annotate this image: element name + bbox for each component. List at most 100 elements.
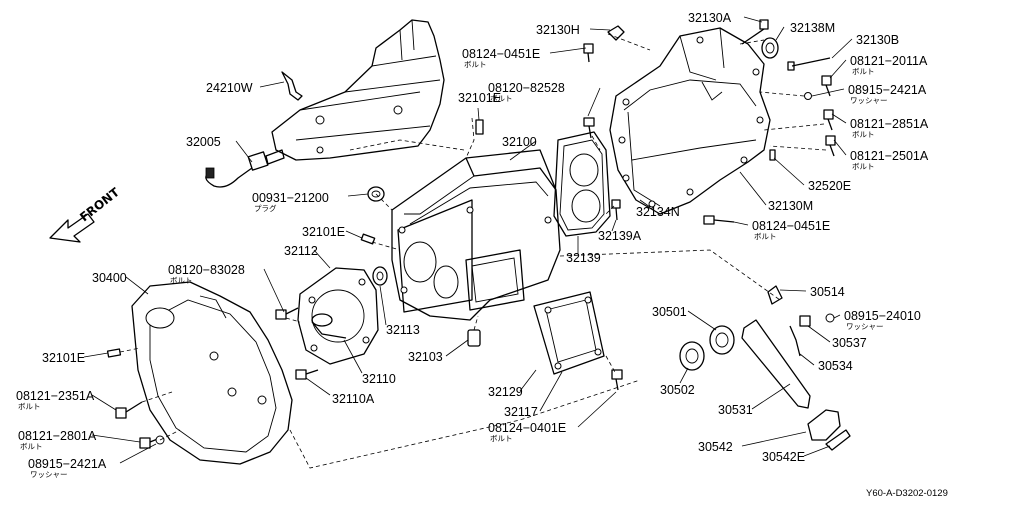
side-cover-drawing [533, 291, 605, 375]
part-number-label: 08915−2421A [848, 83, 927, 97]
leader-line [125, 276, 149, 295]
part-callout-32101e-top: 32101E [458, 91, 501, 121]
bolt-32110a-drawing [295, 369, 319, 380]
leader-line [751, 383, 791, 410]
part-callout-30542e: 30542E [762, 445, 831, 464]
bolt-32130a-drawing [741, 19, 769, 45]
part-number-label: 08121−2351A [16, 389, 95, 403]
part-callout-32134n: 32134N [636, 199, 680, 219]
leader-line [445, 339, 469, 357]
part-number-label: 30400 [92, 271, 127, 285]
part-type-label: ボルト [852, 67, 875, 76]
leader-line [739, 171, 767, 206]
part-number-label: 30542 [698, 440, 733, 454]
leader-line [305, 377, 331, 396]
leader-line [833, 139, 847, 156]
part-callout-32139: 32139 [566, 236, 601, 265]
leader-line [313, 249, 331, 269]
bolt-08124-0451e-right-drawing [703, 215, 735, 225]
part-number-label: 24210W [206, 81, 253, 95]
part-number-label: 08120−83028 [168, 263, 245, 277]
part-number-label: 30542E [762, 450, 805, 464]
part-number-label: 32101E [458, 91, 501, 105]
part-number-label: 32130M [768, 199, 813, 213]
leader-line [91, 434, 141, 443]
leader-line [775, 26, 785, 41]
part-number-label: 08915−2421A [28, 457, 107, 471]
front-direction-label: FRONT [77, 185, 122, 225]
part-number-label: 32103 [408, 350, 443, 364]
part-callout-30534: 30534 [799, 353, 853, 373]
part-number-label: 32520E [808, 179, 851, 193]
leader-line [803, 445, 831, 457]
bolt-08121-2851a-drawing [823, 109, 834, 131]
transmission-case-drawing [391, 149, 561, 321]
part-type-label: ボルト [490, 434, 513, 443]
part-number-label: 32110A [332, 392, 375, 406]
speed-sensor-drawing [205, 149, 285, 188]
bolt-32139a-drawing [611, 199, 621, 221]
part-type-label: ボルト [170, 276, 193, 285]
leader-line [831, 38, 853, 59]
bolt-08120-82528-drawing [583, 117, 595, 139]
pin-32520e-drawing [769, 149, 776, 161]
part-callout-32520e: 32520E [773, 157, 851, 193]
part-number-label: 32100 [502, 135, 537, 149]
front-direction-arrow [49, 213, 95, 243]
leader-line [539, 371, 563, 412]
part-number-label: 08915−24010 [844, 309, 921, 323]
withdrawal-lever-drawing [741, 319, 811, 409]
leader-line [519, 369, 537, 392]
leader-line [549, 47, 587, 54]
leader-line [833, 314, 841, 319]
dowel-pin-left-drawing [106, 348, 122, 358]
dowel-pin-mid-drawing [360, 233, 376, 245]
bolt-08121-2351a-drawing [115, 401, 143, 419]
part-callout-30502: 30502 [660, 367, 695, 397]
part-number-label: 30537 [832, 336, 867, 350]
part-callout-32103: 32103 [408, 339, 469, 364]
assembly-dashed-lines [119, 33, 827, 469]
part-type-label: ワッシャー [850, 96, 888, 105]
leader-line [235, 140, 253, 163]
part-number-label: 32134N [636, 205, 680, 219]
leader-line [743, 16, 763, 23]
retainer-30534-drawing [789, 325, 801, 357]
part-callout-32005: 32005 [186, 135, 253, 163]
part-callout-32139a: 32139A [598, 219, 642, 243]
dust-cover-clip-drawing [825, 429, 851, 451]
part-number-label: 32117 [504, 405, 538, 419]
part-callout-30400: 30400 [92, 271, 149, 295]
leader-line [119, 443, 157, 464]
part-number-label: 32139A [598, 229, 642, 243]
clip-24210w-drawing [281, 71, 303, 101]
part-number-label: 32130H [536, 23, 580, 37]
part-number-label: 08124−0451E [752, 219, 830, 233]
part-number-label: 32129 [488, 385, 523, 399]
part-number-label: 32138M [790, 21, 835, 35]
diagram-footer-code: Y60-A-D3202-0129 [866, 488, 948, 499]
part-callout-32100: 32100 [502, 135, 537, 161]
part-number-label: 08121−2501A [850, 149, 929, 163]
part-callout-30531: 30531 [718, 383, 791, 417]
rear-extension-housing-drawing [609, 27, 771, 215]
leader-line [799, 353, 815, 366]
part-number-label: 32110 [362, 372, 396, 386]
part-type-label: ボルト [754, 232, 777, 241]
part-callout-32130m: 32130M [739, 171, 813, 213]
part-callout-32113: 32113 [379, 285, 420, 337]
leader-line [679, 367, 689, 384]
part-labels: 24210W3200532130H08124−0451Eボルト32101E081… [16, 11, 929, 479]
part-number-label: 08124−0451E [462, 47, 540, 61]
part-callout-30501: 30501 [652, 305, 717, 331]
plug-32103-drawing [467, 329, 481, 347]
part-type-label: ボルト [490, 94, 513, 103]
release-bearing-drawing [679, 325, 735, 371]
part-number-label: 00931−21200 [252, 191, 329, 205]
